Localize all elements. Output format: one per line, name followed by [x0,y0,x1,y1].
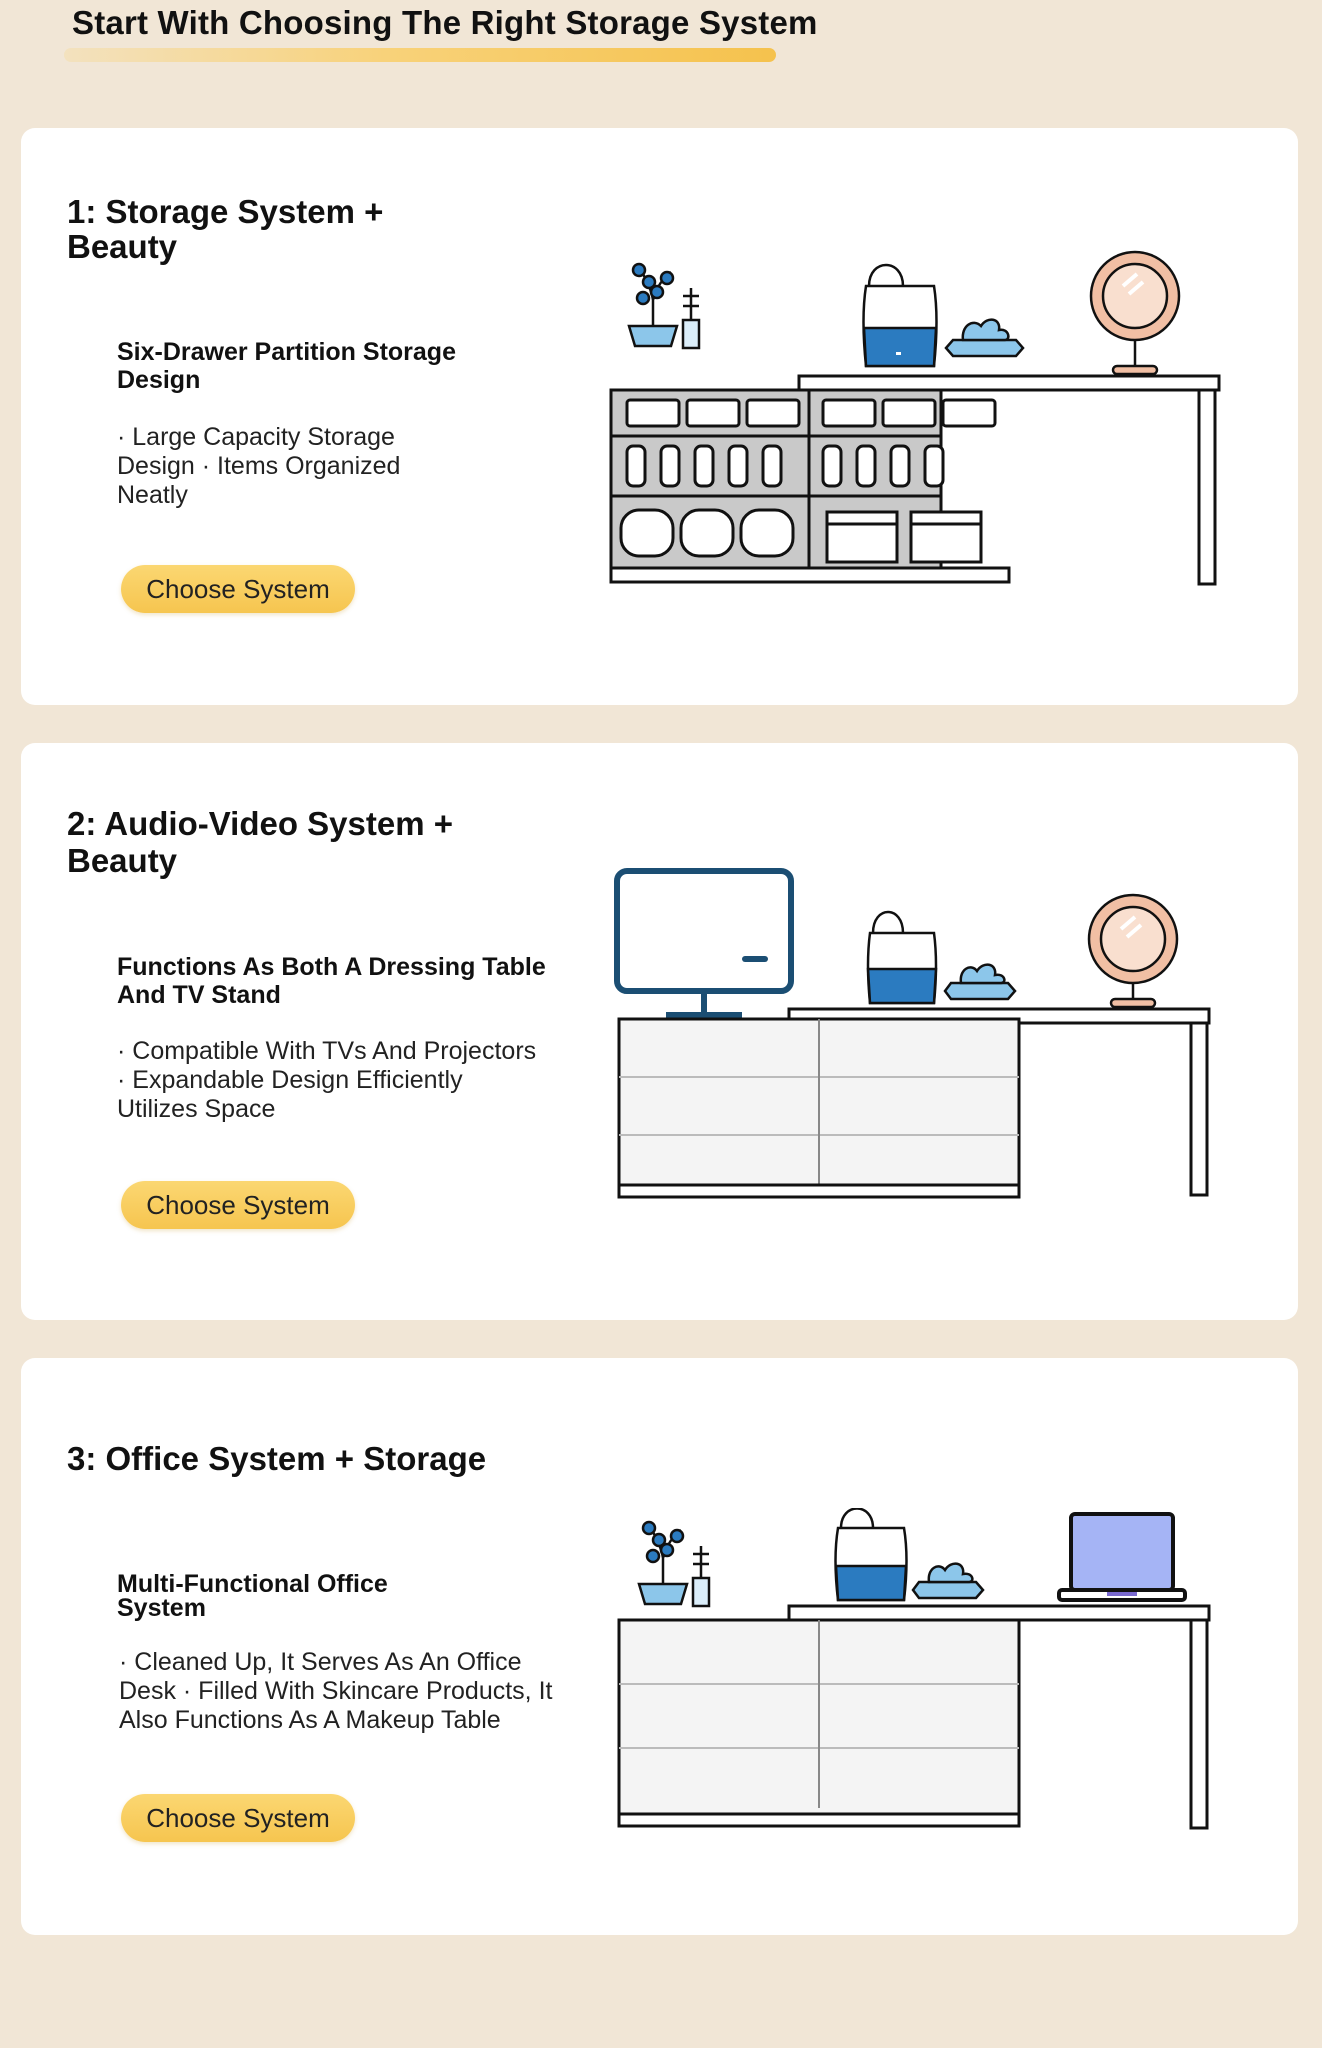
card-subtitle: Multi-Functional Office System [117,1570,388,1622]
title-underline [64,48,776,62]
tissue-box-icon [944,318,1025,358]
plant-icon [627,262,701,350]
card-subtitle: Functions As Both A Dressing Table And T… [117,953,546,1009]
card-title: 2: Audio-Video System + Beauty [67,805,454,879]
drawer-cabinet-icon [609,388,1011,584]
office-illustration [617,1508,1211,1830]
plant-icon [637,1520,711,1608]
card-subtitle: Six-Drawer Partition Storage Design [117,338,456,394]
laptop-icon [1057,1512,1187,1602]
cabinet-icon [617,1618,1021,1828]
audio-video-illustration [614,868,1211,1199]
cabinet-icon [617,1017,1021,1199]
tissue-box-icon [911,1562,985,1600]
system-card-storage-beauty: 1: Storage System + Beauty Six-Drawer Pa… [21,128,1298,705]
bag-icon [866,910,938,1005]
mirror-icon [1089,250,1181,376]
card-description: · Cleaned Up, It Serves As An Office Des… [119,1648,553,1734]
monitor-icon [614,868,794,1018]
bag-icon [862,263,938,368]
tissue-box-icon [943,963,1017,1001]
page-title: Start With Choosing The Right Storage Sy… [72,4,818,41]
card-description: · Large Capacity Storage Design · Items … [117,423,401,509]
choose-system-button[interactable]: Choose System [121,1181,355,1229]
bag-icon [834,1508,908,1602]
system-card-audio-video-beauty: 2: Audio-Video System + Beauty Functions… [21,743,1298,1320]
mirror-icon [1087,893,1179,1009]
choose-system-button[interactable]: Choose System [121,565,355,613]
choose-system-button[interactable]: Choose System [121,1794,355,1842]
card-title: 3: Office System + Storage [67,1440,487,1477]
storage-illustration [609,250,1221,586]
card-title: 1: Storage System + Beauty [67,193,384,265]
desk-icon [797,374,1221,586]
system-card-office-storage: 3: Office System + Storage Multi-Functio… [21,1358,1298,1935]
card-description: · Compatible With TVs And Projectors · E… [117,1037,537,1123]
